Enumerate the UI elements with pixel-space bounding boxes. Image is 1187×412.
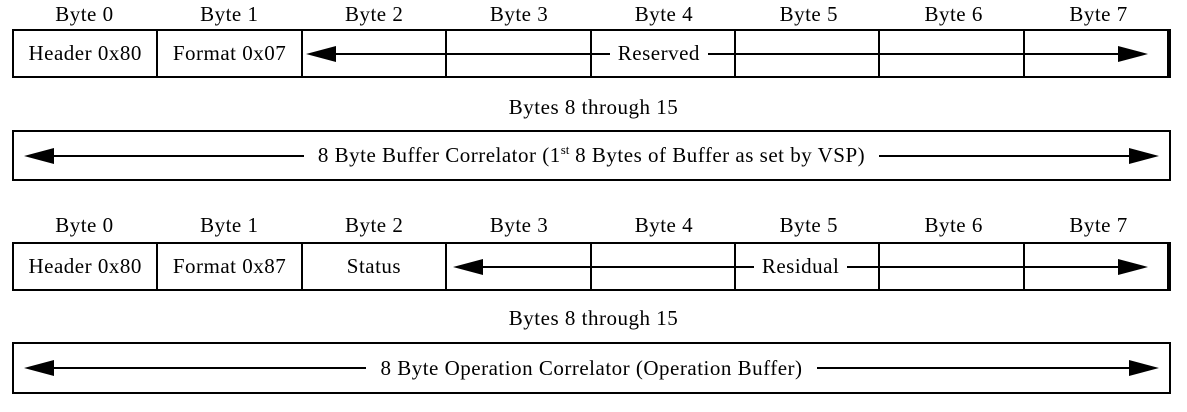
descriptor-table-2: Header 0x80 Format 0x87 Status Residual	[12, 242, 1171, 291]
left-arrowhead-icon	[452, 258, 483, 275]
byte-header-label-7: Byte 7	[1069, 2, 1128, 26]
arrow-line	[336, 52, 610, 55]
byte-header-label-2: Byte 2	[344, 2, 404, 26]
byte-header-label-6: Byte 6	[924, 213, 983, 237]
operation-correlator-box: 8 Byte Operation Correlator (Operation B…	[12, 342, 1171, 394]
byte-header-label-7: Byte 7	[1069, 213, 1128, 237]
reserved-span-arrow: Reserved	[306, 31, 1149, 76]
cell-byte7-empty	[1025, 244, 1169, 289]
arrow-line	[816, 367, 1129, 369]
byte-header-label-5: Byte 5	[779, 2, 839, 26]
left-arrowhead-icon	[306, 45, 337, 62]
cell-status: Status	[303, 244, 448, 289]
byte-header-label-5: Byte 5	[779, 213, 839, 237]
byte-header-label-3: Byte 3	[489, 2, 549, 26]
arrow-line	[707, 52, 1119, 55]
buffer-correlator-text-end: 8 Bytes of Buffer as set by VSP)	[569, 143, 866, 167]
arrow-line	[54, 154, 304, 157]
byte-header-label-0: Byte 0	[55, 2, 114, 26]
right-arrowhead-icon	[1118, 258, 1149, 275]
bytes-8-15-caption-1: Bytes 8 through 15	[508, 95, 679, 119]
right-arrowhead-icon	[1129, 147, 1159, 164]
buffer-correlator-text-start: 8 Byte Buffer Correlator (1	[317, 143, 561, 167]
byte-header-label-1: Byte 1	[200, 2, 259, 26]
buffer-correlator-box: 8 Byte Buffer Correlator (1st 8 Bytes of…	[12, 130, 1171, 181]
operation-correlator-label: 8 Byte Operation Correlator (Operation B…	[380, 355, 803, 380]
byte-header-label-3: Byte 3	[489, 213, 549, 237]
byte-header-label-4: Byte 4	[634, 213, 694, 237]
left-arrowhead-icon	[24, 360, 54, 376]
left-arrowhead-icon	[24, 147, 54, 164]
residual-span-arrow: Residual	[452, 244, 1149, 289]
descriptor-table-1: Header 0x80 Format 0x07 Reserved	[12, 29, 1171, 78]
right-arrowhead-icon	[1129, 360, 1159, 376]
byte-header-row-1: Byte 0 Byte 1 Byte 2 Byte 3 Byte 4 Byte …	[12, 2, 1171, 27]
reserved-label: Reserved	[617, 41, 700, 65]
byte-header-row-2: Byte 0 Byte 1 Byte 2 Byte 3 Byte 4 Byte …	[12, 213, 1171, 238]
buffer-correlator-superscript: st	[560, 142, 570, 157]
cell-byte7-empty	[1025, 31, 1169, 76]
right-arrowhead-icon	[1118, 45, 1149, 62]
arrow-line	[54, 367, 367, 369]
cell-format-0x07: Format 0x07	[158, 31, 303, 76]
byte-header-label-0: Byte 0	[55, 213, 114, 237]
cell-header-0x80: Header 0x80	[14, 31, 159, 76]
residual-label: Residual	[761, 254, 840, 278]
cell-header-0x80: Header 0x80	[14, 244, 159, 289]
bytes-8-15-caption-2: Bytes 8 through 15	[508, 306, 679, 330]
byte-header-label-6: Byte 6	[924, 2, 983, 26]
byte-header-label-4: Byte 4	[634, 2, 694, 26]
arrow-line	[482, 265, 754, 268]
arrow-line	[879, 154, 1129, 157]
byte-header-label-2: Byte 2	[344, 213, 404, 237]
byte-header-label-1: Byte 1	[200, 213, 259, 237]
arrow-line	[847, 265, 1119, 268]
buffer-correlator-label: 8 Byte Buffer Correlator (1st 8 Bytes of…	[304, 143, 879, 168]
cell-format-0x87: Format 0x87	[158, 244, 303, 289]
